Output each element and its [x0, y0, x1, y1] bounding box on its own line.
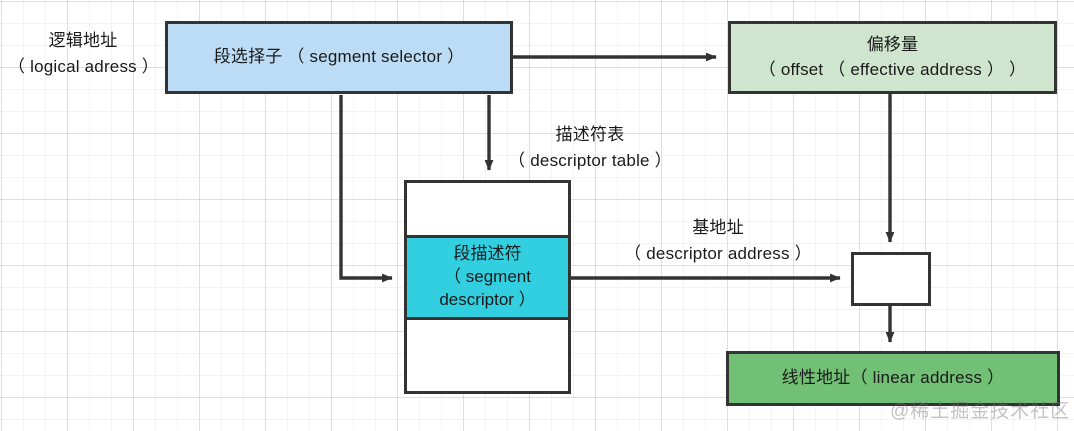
offset-box[interactable]: 偏移量 （ offset （ effective address ） ）: [728, 21, 1057, 94]
descriptor-table: 段描述符 （ segment descriptor ）: [404, 180, 571, 394]
adder-box[interactable]: [851, 252, 931, 306]
logical-address-label: 逻辑地址 （ logical adress ）: [8, 31, 159, 76]
watermark: @稀土掘金技术社区: [890, 401, 1071, 422]
edge-selector-to-descriptor: [339, 95, 393, 283]
base-address-label: 基地址 （ descriptor address ）: [624, 218, 812, 263]
descriptor-table-row-empty-bottom[interactable]: [407, 317, 568, 391]
segment-selector-box[interactable]: 段选择子 （ segment selector ）: [165, 21, 513, 94]
descriptor-table-label: 描述符表 （ descriptor table ）: [508, 125, 672, 170]
descriptor-table-row-empty-top[interactable]: [407, 183, 568, 235]
segment-descriptor-row[interactable]: 段描述符 （ segment descriptor ）: [407, 235, 568, 317]
linear-address-box[interactable]: 线性地址（ linear address ）: [726, 351, 1060, 406]
